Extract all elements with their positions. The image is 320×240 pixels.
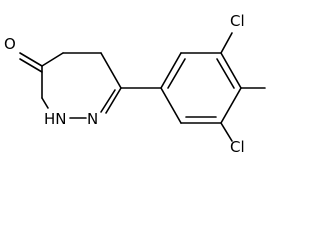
oxygen-label: O [4, 35, 16, 53]
bond-c3-o-double-outer [19, 52, 43, 67]
bond-ph-f-a [160, 87, 182, 124]
bond-c3-o-double-inner [19, 58, 43, 73]
nh-label: HN [44, 110, 67, 128]
bond-c-cl-bottom [220, 122, 233, 142]
bond-ph-a-b [160, 52, 182, 89]
chlorine-top-label: Cl [230, 12, 245, 30]
bond-n2-c3 [41, 97, 49, 109]
bond-ph-c-d [220, 52, 242, 89]
chlorine-bottom-label: Cl [230, 138, 245, 155]
bond-c3-c4 [41, 52, 64, 67]
bond-ph-a-b-inner [167, 58, 186, 89]
bond-c6-n1-double-outer [105, 87, 122, 114]
nitrogen-label: N [87, 110, 98, 128]
bond-ph-c-d-inner [216, 58, 235, 89]
bond-c5-c6 [100, 52, 122, 89]
bond-c-cl-top [220, 32, 233, 54]
bond-ph-d-e [220, 87, 242, 124]
chemical-structure: O HN N Cl Cl [4, 12, 266, 155]
bond-c6-n1-double-inner [100, 89, 116, 113]
